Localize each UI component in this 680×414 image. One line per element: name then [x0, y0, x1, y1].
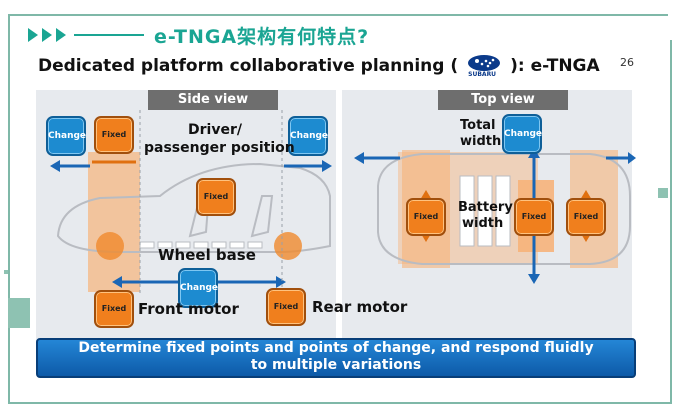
- wheel-base-label: Wheel base: [158, 246, 256, 264]
- header: e-TNGA架构有何特点?: [28, 22, 369, 48]
- deco-dot-left: [4, 270, 8, 274]
- summary-banner: Determine fixed points and points of cha…: [36, 338, 636, 378]
- total-width-label-line2: width: [460, 134, 502, 149]
- driver-label-line2: passenger position: [144, 140, 295, 156]
- fixed-badge-battery: Fixed: [514, 198, 554, 236]
- side-view-tab: Side view: [148, 90, 278, 110]
- subaru-logo: SUBARU: [462, 54, 506, 78]
- total-width-label-line1: Total: [460, 118, 496, 133]
- header-line: [74, 34, 144, 36]
- fixed-badge-left-track: Fixed: [406, 198, 446, 236]
- driver-label-line1: Driver/: [188, 122, 242, 138]
- change-badge-total-width: Change: [502, 114, 542, 154]
- change-badge-wheel-base: Change: [178, 268, 218, 308]
- triangle-icon: [28, 28, 38, 42]
- subaru-logo-text: SUBARU: [468, 71, 497, 78]
- battery-width-label-line1: Battery: [458, 200, 513, 215]
- banner-line2: to multiple variations: [250, 357, 422, 373]
- change-badge-rear-overhang: Change: [288, 116, 328, 156]
- frame-left: [8, 14, 10, 404]
- deco-square-right: [658, 188, 668, 198]
- triangle-icon: [42, 28, 52, 42]
- slide-title: Dedicated platform collaborative plannin…: [38, 54, 600, 78]
- top-view-tab: Top view: [438, 90, 568, 110]
- battery-width-label-line2: width: [462, 216, 504, 231]
- front-motor-label: Front motor: [138, 300, 239, 318]
- rear-motor-label: Rear motor: [312, 298, 408, 316]
- fixed-badge-right-track: Fixed: [566, 198, 606, 236]
- slide: Dedicated platform collaborative plannin…: [30, 46, 638, 378]
- header-title: e-TNGA架构有何特点?: [154, 25, 370, 48]
- page-number: 26: [620, 56, 634, 69]
- frame-top: [8, 14, 668, 16]
- frame-bottom: [10, 402, 670, 404]
- fixed-badge-front-axle: Fixed: [94, 116, 134, 154]
- slide-title-left: Dedicated platform collaborative plannin…: [38, 56, 459, 76]
- fixed-badge-front-motor: Fixed: [94, 290, 134, 328]
- fixed-badge-seat: Fixed: [196, 178, 236, 216]
- change-badge-front-overhang: Change: [46, 116, 86, 156]
- frame-right: [670, 40, 672, 404]
- fixed-badge-rear-motor: Fixed: [266, 288, 306, 326]
- banner-line1: Determine fixed points and points of cha…: [78, 340, 594, 356]
- slide-title-right: ): e-TNGA: [510, 56, 600, 76]
- triangle-icon: [56, 28, 66, 42]
